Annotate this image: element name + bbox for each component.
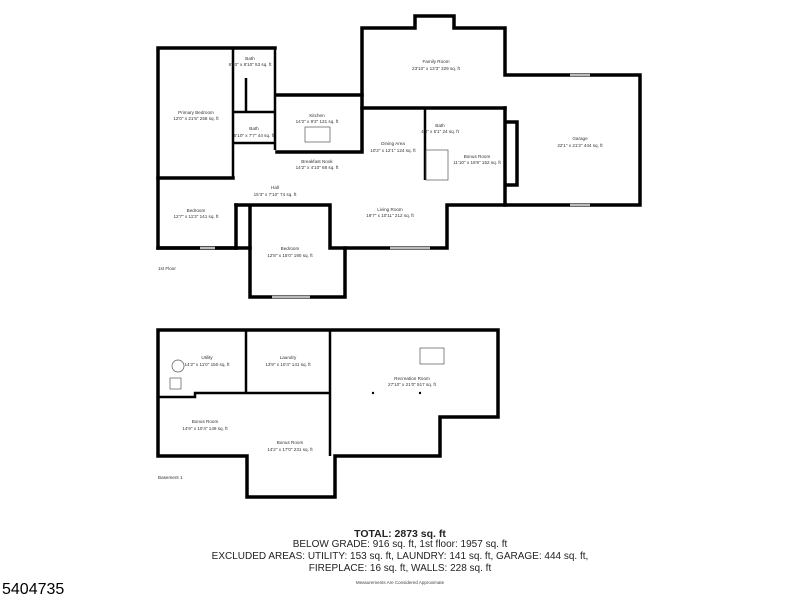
room-name: Living Room — [377, 207, 403, 212]
first-floor-walls — [156, 14, 642, 299]
room-dims: 4'3" x 5'1" 24 sq. ft — [421, 129, 459, 134]
room-dims: 13'9" x 10'4" 141 sq. ft — [265, 362, 311, 367]
disclaimer: Measurements Are Considered Approximate — [355, 580, 445, 585]
excluded-areas: EXCLUDED AREAS: UTILITY: 153 sq. ft, LAU… — [211, 551, 589, 562]
room-name: Hall — [271, 185, 279, 190]
room-name: Bath — [435, 123, 445, 128]
room-name: Family Room — [422, 59, 449, 64]
floor-label: Basement 1 — [158, 475, 183, 480]
room-name: Laundry — [280, 355, 297, 360]
floor-label: 1st Floor — [158, 266, 176, 271]
room-name: Bedroom — [281, 246, 300, 251]
room-name: Bath — [249, 126, 259, 131]
room-dims: 10'2" x 12'1" 124 sq. ft — [370, 148, 416, 153]
room-name: Bonus Room — [464, 154, 491, 159]
area-breakdown: BELOW GRADE: 916 sq. ft, 1st floor: 1957… — [292, 539, 508, 550]
room-name: Breakfast Nook — [301, 159, 333, 164]
room-dims: 14'2" x 11'0" 150 sq. ft — [184, 362, 230, 367]
room-dims: 6'10" x 8'10" 53 sq. ft — [229, 62, 273, 67]
room-name: Dining Area — [381, 141, 405, 146]
room-dims: 14'9" x 10'4" 149 sq. ft — [182, 426, 228, 431]
room-name: Garage — [572, 136, 588, 141]
room-name: Bonus Room — [192, 419, 219, 424]
room-dims: 15'3" x 7'10" 74 sq. ft — [254, 192, 298, 197]
room-name: Kitchen — [309, 113, 325, 118]
room-dims: 23'10" x 13'3" 329 sq. ft — [412, 66, 461, 71]
room-dims: 27'10" x 21'0" 517 sq. ft — [388, 382, 437, 387]
room-name: Bedroom — [187, 208, 206, 213]
basement-walls — [156, 328, 500, 499]
room-dims: 14'2" x 17'0" 231 sq. ft — [267, 447, 313, 452]
room-dims: 11'10" x 15'9" 152 sq. ft — [453, 160, 501, 165]
room-dims: 5'10" x 7'7" 44 sq. ft — [234, 133, 275, 138]
room-name: Bath — [245, 56, 255, 61]
listing-id: 5404735 — [2, 581, 65, 598]
room-dims: 12'0" x 21'5" 258 sq. ft — [173, 116, 219, 121]
room-name: Recreation Room — [394, 376, 430, 381]
room-dims: 19'7" x 10'11" 212 sq. ft — [366, 213, 414, 218]
room-dims: 12'7" x 11'3" 141 sq. ft — [173, 214, 219, 219]
excluded-areas-continued: FIREPLACE: 16 sq. ft, WALLS: 228 sq. ft — [308, 563, 492, 574]
room-name: Utility — [201, 355, 213, 360]
total-area: TOTAL: 2873 sq. ft — [354, 528, 446, 540]
room-dims: 12'8" x 15'0" 190 sq. ft — [267, 253, 313, 258]
room-labels: Primary Bedroom 12'0" x 21'5" 258 sq. ft… — [158, 56, 603, 480]
room-dims: 14'2" x 4'10" 68 sq. ft — [296, 165, 340, 170]
room-name: Primary Bedroom — [178, 110, 214, 115]
room-dims: 14'2" x 9'3" 131 sq. ft — [296, 119, 340, 124]
room-dims: 22'1" x 21'2" 444 sq. ft — [557, 143, 603, 148]
room-name: Bonus Room — [277, 440, 304, 445]
